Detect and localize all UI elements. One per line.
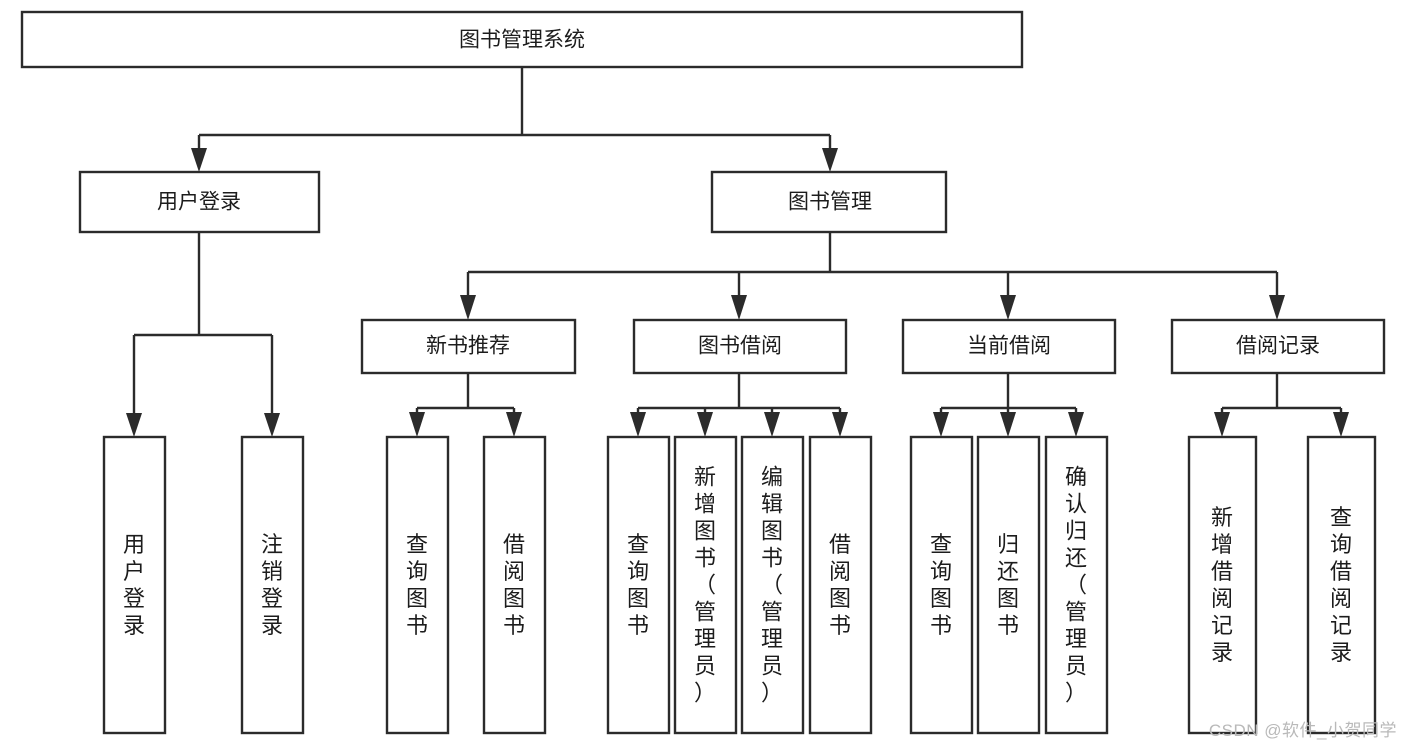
leaf-borrow-query-book-box[interactable] (606, 435, 671, 735)
leaf-current-confirm-return-box[interactable] (1044, 435, 1109, 735)
node-book-borrow-label: 图书借阅 (698, 335, 782, 358)
leaf-user-login-logout[interactable]: 注销登录 (240, 435, 305, 735)
leaf-user-login-logout-label: 注销登录 (261, 532, 283, 638)
arrow-current-leaf-1 (933, 412, 949, 437)
node-new-book-recommend[interactable]: 新书推荐 (360, 318, 577, 375)
leaf-borrow-query-book-label: 查询图书 (627, 532, 649, 638)
arrow-borrow-leaf-3 (764, 412, 780, 437)
node-root[interactable]: 图书管理系统 (20, 10, 1024, 69)
arrow-to-current-borrow (1000, 295, 1016, 320)
leaf-borrow-borrow-book-box[interactable] (808, 435, 873, 735)
node-borrow-record-label: 借阅记录 (1236, 335, 1320, 358)
leaf-current-return-book[interactable]: 归还图书 (976, 435, 1041, 735)
arrow-to-book-borrow (731, 295, 747, 320)
arrow-root-to-book-manage (822, 148, 838, 172)
node-new-book-recommend-label: 新书推荐 (426, 335, 510, 358)
node-user-login-label: 用户登录 (157, 191, 241, 214)
leaf-recommend-borrow-book[interactable]: 借阅图书 (482, 435, 547, 735)
node-book-management-box[interactable] (710, 170, 948, 234)
arrow-user-login-leaf-1 (126, 413, 142, 437)
arrow-borrow-leaf-2 (697, 412, 713, 437)
leaf-current-confirm-return[interactable]: 确认归还（管理员） (1044, 435, 1109, 735)
node-current-borrow[interactable]: 当前借阅 (901, 318, 1117, 375)
leaf-current-query-book-box[interactable] (909, 435, 974, 735)
leaf-record-query-record-box[interactable] (1306, 435, 1377, 735)
node-borrow-record-box[interactable] (1170, 318, 1386, 375)
leaf-recommend-query-book-box[interactable] (385, 435, 450, 735)
leaf-user-login-login-label: 用户登录 (123, 532, 145, 638)
leaf-current-return-book-label: 归还图书 (997, 532, 1019, 638)
node-book-management-label: 图书管理 (788, 191, 872, 214)
arrow-recommend-leaf-1 (409, 412, 425, 437)
leaf-recommend-query-book[interactable]: 查询图书 (385, 435, 450, 735)
leaf-borrow-edit-book-box[interactable] (740, 435, 805, 735)
leaf-recommend-query-book-label: 查询图书 (406, 532, 428, 638)
csdn-watermark: CSDN @软件_小贺同学 (1208, 721, 1397, 740)
node-user-login-box[interactable] (78, 170, 321, 234)
arrow-current-leaf-3 (1068, 412, 1084, 437)
arrow-current-leaf-2 (1000, 412, 1016, 437)
node-book-borrow[interactable]: 图书借阅 (632, 318, 848, 375)
leaf-borrow-add-book-label: 新增图书（管理员） (694, 465, 716, 706)
leaf-recommend-borrow-book-box[interactable] (482, 435, 547, 735)
leaf-record-add-record[interactable]: 新增借阅记录 (1187, 435, 1258, 735)
arrow-record-leaf-2 (1333, 412, 1349, 437)
leaf-current-return-book-box[interactable] (976, 435, 1041, 735)
leaf-record-add-record-box[interactable] (1187, 435, 1258, 735)
arrow-recommend-leaf-2 (506, 412, 522, 437)
node-root-label: 图书管理系统 (459, 29, 585, 52)
leaf-borrow-edit-book[interactable]: 编辑图书（管理员） (740, 435, 805, 735)
arrow-borrow-leaf-4 (832, 412, 848, 437)
leaf-record-query-record[interactable]: 查询借阅记录 (1306, 435, 1377, 735)
node-borrow-record[interactable]: 借阅记录 (1170, 318, 1386, 375)
arrow-root-to-user-login (191, 148, 207, 172)
leaf-borrow-add-book[interactable]: 新增图书（管理员） (673, 435, 738, 735)
leaf-borrow-edit-book-label: 编辑图书（管理员） (761, 465, 783, 706)
leaf-borrow-borrow-book[interactable]: 借阅图书 (808, 435, 873, 735)
node-book-borrow-box[interactable] (632, 318, 848, 375)
connector-layer (126, 67, 1349, 437)
leaf-borrow-add-book-box[interactable] (673, 435, 738, 735)
node-current-borrow-label: 当前借阅 (967, 335, 1051, 358)
node-book-management[interactable]: 图书管理 (710, 170, 948, 234)
arrow-to-borrow-record (1269, 295, 1285, 320)
leaf-user-login-login-box[interactable] (102, 435, 167, 735)
leaf-user-login-logout-box[interactable] (240, 435, 305, 735)
arrow-to-new-book-recommend (460, 295, 476, 320)
arrow-user-login-leaf-2 (264, 413, 280, 437)
node-user-login[interactable]: 用户登录 (78, 170, 321, 234)
leaf-user-login-login[interactable]: 用户登录 (102, 435, 167, 735)
arrow-record-leaf-1 (1214, 412, 1230, 437)
leaf-current-query-book[interactable]: 查询图书 (909, 435, 974, 735)
node-root-box[interactable] (20, 10, 1024, 69)
leaf-borrow-query-book[interactable]: 查询图书 (606, 435, 671, 735)
leaf-current-query-book-label: 查询图书 (930, 532, 952, 638)
leaf-record-add-record-label: 新增借阅记录 (1211, 505, 1233, 665)
leaf-current-confirm-return-label: 确认归还（管理员） (1065, 465, 1087, 706)
leaf-recommend-borrow-book-label: 借阅图书 (503, 532, 525, 638)
leaf-borrow-borrow-book-label: 借阅图书 (829, 532, 851, 638)
arrow-borrow-leaf-1 (630, 412, 646, 437)
node-current-borrow-box[interactable] (901, 318, 1117, 375)
leaf-record-query-record-label: 查询借阅记录 (1330, 505, 1352, 665)
node-new-book-recommend-box[interactable] (360, 318, 577, 375)
